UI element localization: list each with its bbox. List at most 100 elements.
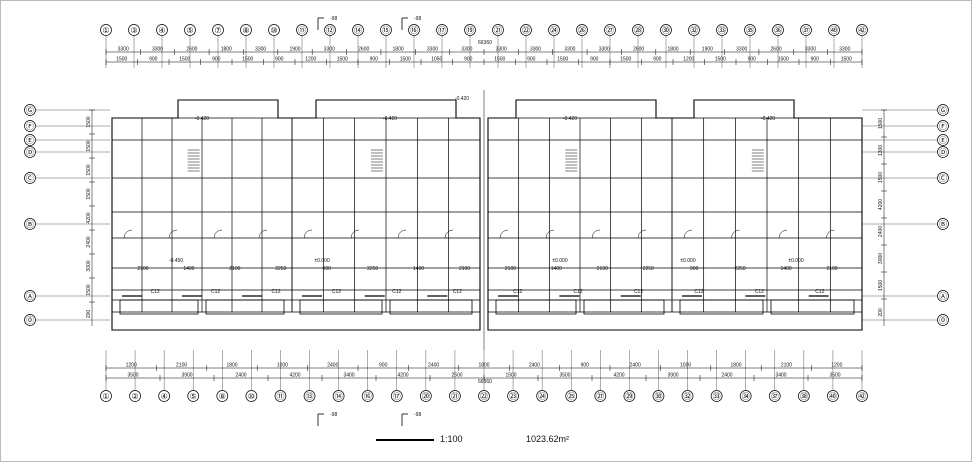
grid-bubble-top [436, 24, 448, 36]
dimension-label-top: 2600 [186, 47, 197, 53]
grid-axis-label-bottom: ㊲ [771, 392, 779, 401]
dimension-label-left: 3000 [86, 260, 92, 271]
dimension-label-top-2: 1500 [116, 57, 127, 63]
grid-axis-label-bottom: ㉞ [742, 392, 750, 401]
grid-axis-label-right: Ⓑ [939, 220, 947, 229]
dimension-label-bottom: 2400 [630, 363, 641, 369]
grid-bubble-top [520, 24, 532, 36]
grid-bubble-right [937, 218, 949, 230]
grid-bubble-bottom [623, 390, 636, 402]
door-swing [545, 229, 555, 239]
dimension-label-top-2: 1500 [337, 57, 348, 63]
room-tag: C12 [392, 289, 401, 295]
door-swing [350, 229, 360, 239]
grid-axis-label-bottom: ⑤ [190, 392, 197, 401]
grid-bubble-top [856, 24, 868, 36]
room-width-label: 1400 [183, 266, 194, 272]
room-width-label: 900 [690, 266, 699, 272]
grid-bubble-top [632, 24, 644, 36]
dimension-label-top-2: 900 [748, 57, 757, 63]
dimension-label-bottom: 1200 [831, 363, 842, 369]
grid-axis-label-right: Ⓖ [939, 106, 947, 115]
grid-axis-label-bottom: ㉔ [538, 392, 546, 401]
dimension-label-left: 2400 [86, 236, 92, 247]
grid-bubble-top [548, 24, 560, 36]
dimension-label-right: 1500 [878, 118, 884, 129]
dimension-label-top: 3300 [564, 47, 575, 53]
grid-bubble-bottom [129, 390, 141, 402]
dimension-label-top: 3300 [427, 47, 438, 53]
room-width-label: 2100 [229, 266, 240, 272]
grid-bubble-top [380, 24, 392, 36]
grid-axis-label-bottom: ㉙ [625, 392, 633, 401]
grid-axis-label-left: Ⓖ [26, 106, 34, 115]
grid-bubble-bottom [303, 390, 316, 402]
room-tag: C12 [694, 289, 703, 295]
balcony [299, 299, 383, 315]
grid-axis-label-bottom: ㊷ [858, 392, 866, 401]
elevation-mark: ±0.000 [680, 258, 695, 264]
dimension-label-bottom: 1000 [277, 363, 288, 369]
elevation-mark: ±0.000 [314, 258, 329, 264]
grid-bubble-bottom [797, 390, 810, 402]
dimension-label-top-2: 1500 [778, 57, 789, 63]
grid-axis-label-bottom: ⑩ [248, 392, 255, 401]
room-width-label: 2250 [735, 266, 746, 272]
grid-axis-label-top: ㊵ [830, 26, 838, 35]
grid-bubble-bottom [710, 390, 723, 402]
building-outline-left [111, 99, 481, 331]
grid-bubble-top [324, 24, 336, 36]
grid-bubble-bottom [536, 390, 549, 402]
dimension-label-bottom: 2100 [781, 363, 792, 369]
room-tag: C12 [332, 289, 341, 295]
grid-axis-label-top: ⑮ [382, 26, 390, 35]
door-swing [123, 229, 133, 239]
grid-bubble-left [24, 104, 36, 116]
grid-axis-label-bottom: ④ [161, 392, 168, 401]
room-tag: C12 [574, 289, 583, 295]
dimension-label-bottom-2: 2400 [721, 373, 732, 379]
grid-axis-label-bottom: ㉑ [451, 392, 459, 401]
grid-bubble-top [772, 24, 784, 36]
dimension-label-left: 4200 [86, 212, 92, 223]
grid-axis-label-left: Ⓔ [26, 136, 34, 145]
grid-axis-label-right: Ⓔ [939, 136, 947, 145]
dimension-label-top: 3300 [255, 47, 266, 53]
balcony [205, 299, 285, 315]
grid-axis-label-top: ㉑ [494, 26, 502, 35]
elevation-mark: -0.420 [383, 116, 397, 122]
dimension-label-top-2: 900 [527, 57, 536, 63]
dimension-label-top-2: 900 [275, 57, 284, 63]
overall-dimension-label-bottom: 66360 [478, 379, 492, 385]
grid-axis-label-top: ① [102, 26, 109, 35]
grid-bubble-bottom [768, 390, 781, 402]
dimension-label-top-2: 1500 [715, 57, 726, 63]
dimension-label-top: 3300 [496, 47, 507, 53]
grid-axis-label-bottom: ㉗ [596, 392, 604, 401]
dimension-label-top-2: 1500 [179, 57, 190, 63]
grid-bubble-left [24, 134, 36, 146]
grid-bubble-top [604, 24, 616, 36]
dimension-label-top-2: 900 [464, 57, 473, 63]
grid-axis-label-bottom: ㉒ [480, 392, 488, 401]
dimension-label-bottom-2: 3400 [775, 373, 786, 379]
grid-axis-label-bottom: ⑪ [276, 392, 284, 401]
grid-bubble-bottom [449, 390, 461, 402]
dimension-label-top: 1800 [221, 47, 232, 53]
grid-bubble-bottom [332, 390, 345, 402]
grid-bubble-top [464, 24, 476, 36]
grid-axis-label-top: ㉒ [522, 26, 530, 35]
grid-axis-label-top: ④ [158, 26, 165, 35]
room-width-label: 2100 [137, 266, 148, 272]
dimension-label-top-2: 1500 [841, 57, 852, 63]
grid-bubble-right [937, 134, 949, 146]
grid-bubble-bottom [419, 390, 432, 402]
balcony [495, 299, 577, 315]
grid-bubble-top [408, 24, 420, 36]
dimension-label-bottom: 1800 [226, 363, 237, 369]
room-tag: C12 [815, 289, 824, 295]
dimension-label-bottom: 1800 [478, 363, 489, 369]
grid-bubble-top [128, 24, 140, 36]
dimension-label-bottom-2: 4200 [613, 373, 624, 379]
door-swing [168, 229, 178, 239]
